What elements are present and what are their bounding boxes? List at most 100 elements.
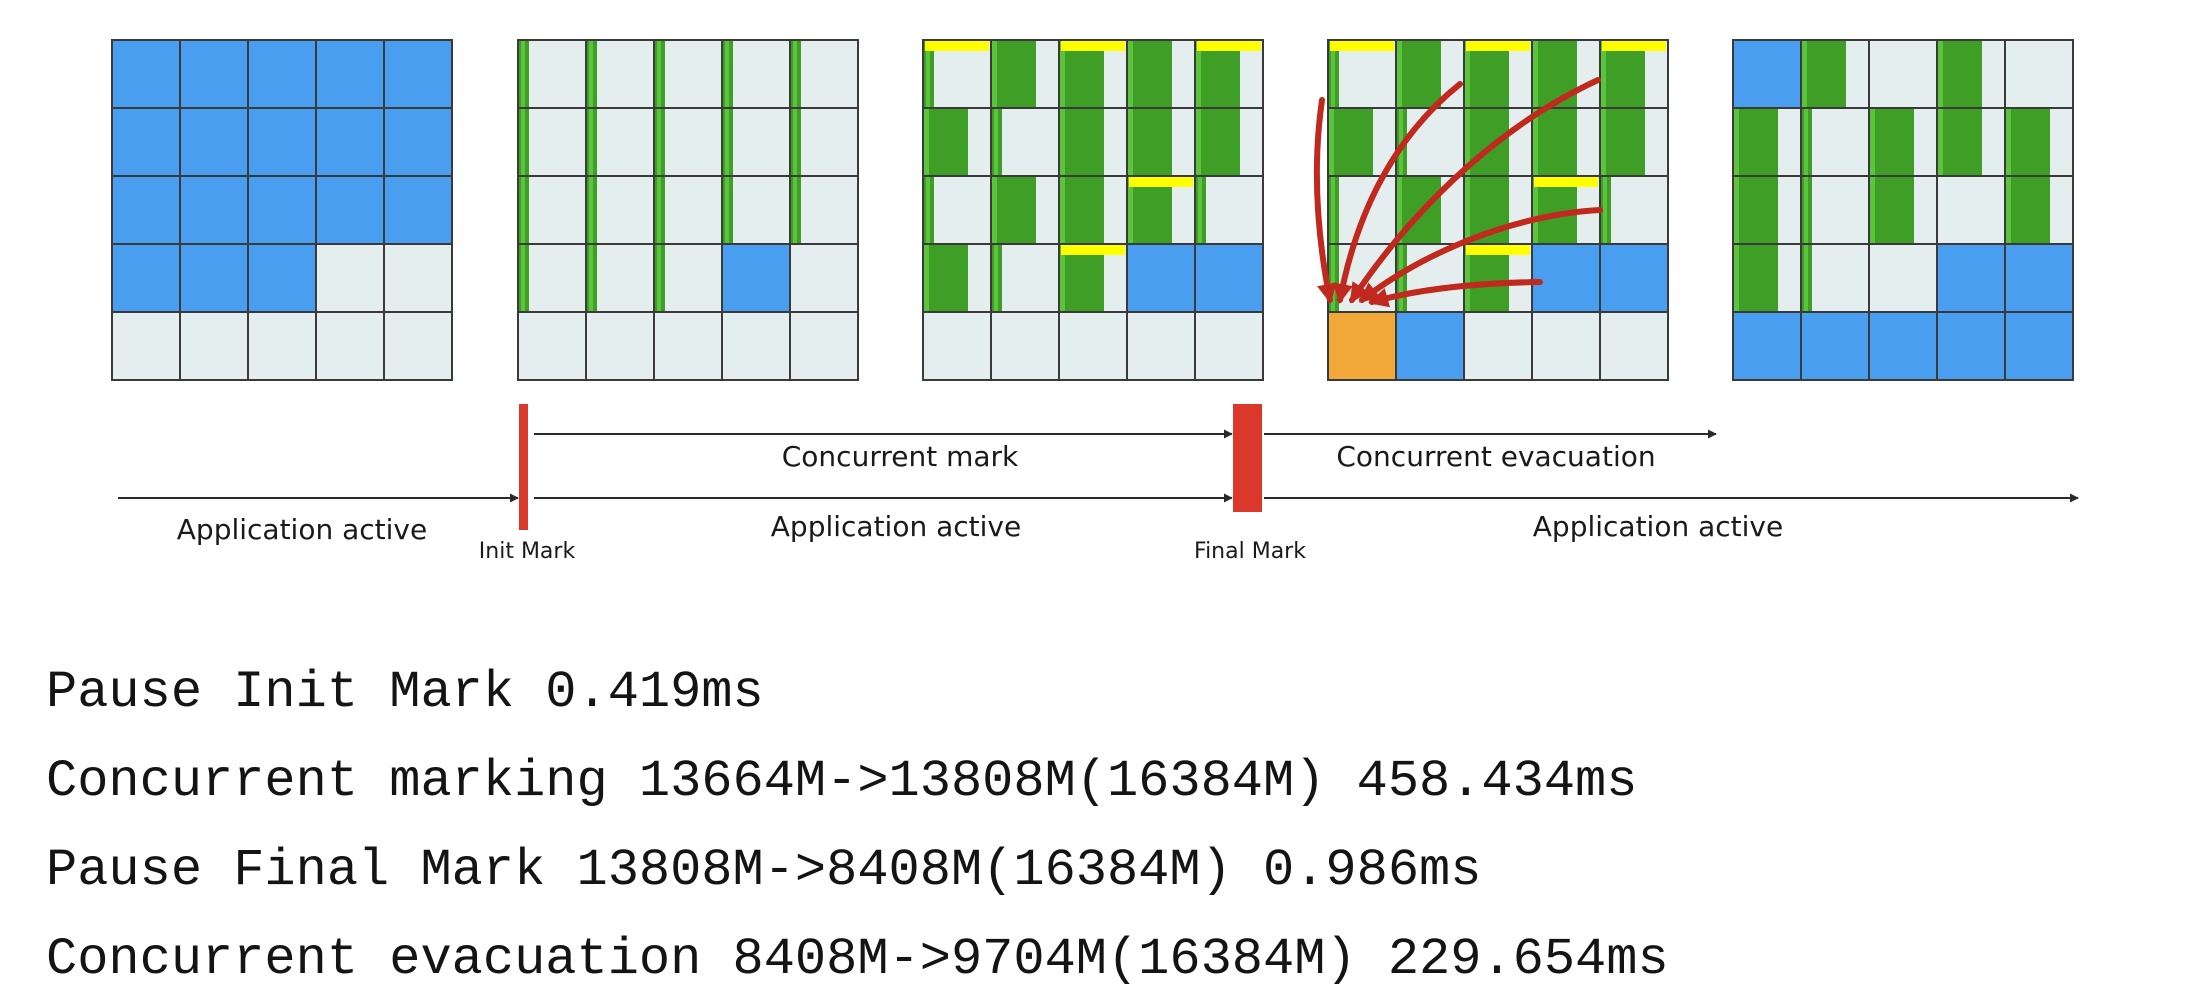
marked-region	[990, 175, 1060, 245]
final-mark-pause-bar	[1233, 404, 1262, 512]
marked-region	[1732, 107, 1802, 177]
timeline	[118, 429, 2079, 503]
allocated-region	[2004, 243, 2074, 313]
heap-after-evacuation	[1732, 39, 2074, 381]
free-region	[789, 243, 859, 313]
allocated-region	[1868, 311, 1938, 381]
init-mark-pause-bar	[519, 404, 528, 530]
allocated-region	[1126, 243, 1196, 313]
marked-region	[721, 107, 791, 177]
marked-region	[1936, 39, 2006, 109]
free-region	[315, 243, 385, 313]
free-region	[1868, 243, 1938, 313]
evacuation-arrows	[1313, 77, 1603, 308]
free-region	[383, 311, 453, 381]
app-active-label-2: Application active	[771, 510, 1021, 543]
marked-region	[1463, 243, 1533, 313]
marked-region	[653, 243, 723, 313]
evacuation-arrow	[1333, 81, 1463, 304]
marked-region	[721, 175, 791, 245]
marked-region	[1327, 39, 1397, 109]
allocated-region	[383, 107, 453, 177]
free-region	[922, 311, 992, 381]
marked-region	[1058, 107, 1128, 177]
free-region	[1463, 311, 1533, 381]
free-region	[179, 311, 249, 381]
free-region	[1599, 311, 1669, 381]
marked-region	[1800, 243, 1870, 313]
allocated-region	[247, 175, 317, 245]
free-region	[585, 311, 655, 381]
heap-concurrent-evacuation	[1327, 39, 1669, 381]
allocated-region	[111, 39, 181, 109]
marked-region	[990, 107, 1060, 177]
gc-log: Pause Init Mark 0.419ms Concurrent marki…	[46, 648, 1669, 1004]
allocated-region	[315, 107, 385, 177]
marked-region	[585, 39, 655, 109]
marked-region	[1126, 39, 1196, 109]
marked-region	[653, 175, 723, 245]
marked-region	[1868, 175, 1938, 245]
marked-region	[1732, 243, 1802, 313]
allocated-region	[179, 39, 249, 109]
marked-region	[653, 39, 723, 109]
marked-region	[517, 107, 587, 177]
marked-region	[517, 39, 587, 109]
evacuation-arrow	[1358, 207, 1603, 303]
marked-region	[1327, 175, 1397, 245]
app-active-label-3: Application active	[1533, 510, 1783, 543]
marked-region	[922, 39, 992, 109]
gc-phase-diagram: Concurrent mark Concurrent evacuation Ap…	[111, 39, 2079, 564]
marked-region	[1599, 39, 1669, 109]
free-region	[111, 311, 181, 381]
marked-region	[2004, 175, 2074, 245]
marked-region	[721, 39, 791, 109]
concurrent-evacuation-label: Concurrent evacuation	[1336, 440, 1655, 473]
marked-region	[585, 107, 655, 177]
marked-region	[1395, 39, 1465, 109]
allocated-region	[1732, 311, 1802, 381]
marked-region	[1194, 107, 1264, 177]
free-region	[2004, 39, 2074, 109]
marked-region	[1126, 107, 1196, 177]
allocated-region	[1936, 311, 2006, 381]
marked-region	[1058, 175, 1128, 245]
marked-region	[1463, 39, 1533, 109]
marked-region	[585, 175, 655, 245]
marked-region	[585, 243, 655, 313]
marked-region	[1868, 107, 1938, 177]
evacuation-arrow	[1313, 97, 1337, 304]
free-region	[653, 311, 723, 381]
free-region	[1936, 175, 2006, 245]
free-region	[383, 243, 453, 313]
free-region	[789, 311, 859, 381]
allocated-region	[2004, 311, 2074, 381]
free-region	[1194, 311, 1264, 381]
allocated-region	[247, 243, 317, 313]
allocated-region	[179, 107, 249, 177]
marked-region	[1800, 39, 1870, 109]
marked-region	[2004, 107, 2074, 177]
marked-region	[1599, 175, 1669, 245]
allocated-region	[1732, 39, 1802, 109]
allocated-region	[179, 175, 249, 245]
free-region	[1868, 39, 1938, 109]
marked-region	[1194, 175, 1264, 245]
heap-after-init-mark	[517, 39, 859, 381]
allocated-region	[247, 107, 317, 177]
allocated-region	[179, 243, 249, 313]
marked-region	[517, 243, 587, 313]
log-line-init-mark: Pause Init Mark 0.419ms	[46, 663, 764, 722]
marked-region	[1395, 175, 1465, 245]
marked-region	[1599, 107, 1669, 177]
marked-region	[789, 39, 859, 109]
log-line-concurrent-marking: Concurrent marking 13664M->13808M(16384M…	[46, 752, 1638, 811]
free-region	[1058, 311, 1128, 381]
free-region	[315, 311, 385, 381]
marked-region	[1732, 175, 1802, 245]
init-mark-label: Init Mark	[479, 539, 576, 564]
marked-region	[1800, 175, 1870, 245]
allocated-region	[315, 175, 385, 245]
concurrent-mark-label: Concurrent mark	[782, 440, 1019, 473]
allocated-region	[111, 175, 181, 245]
